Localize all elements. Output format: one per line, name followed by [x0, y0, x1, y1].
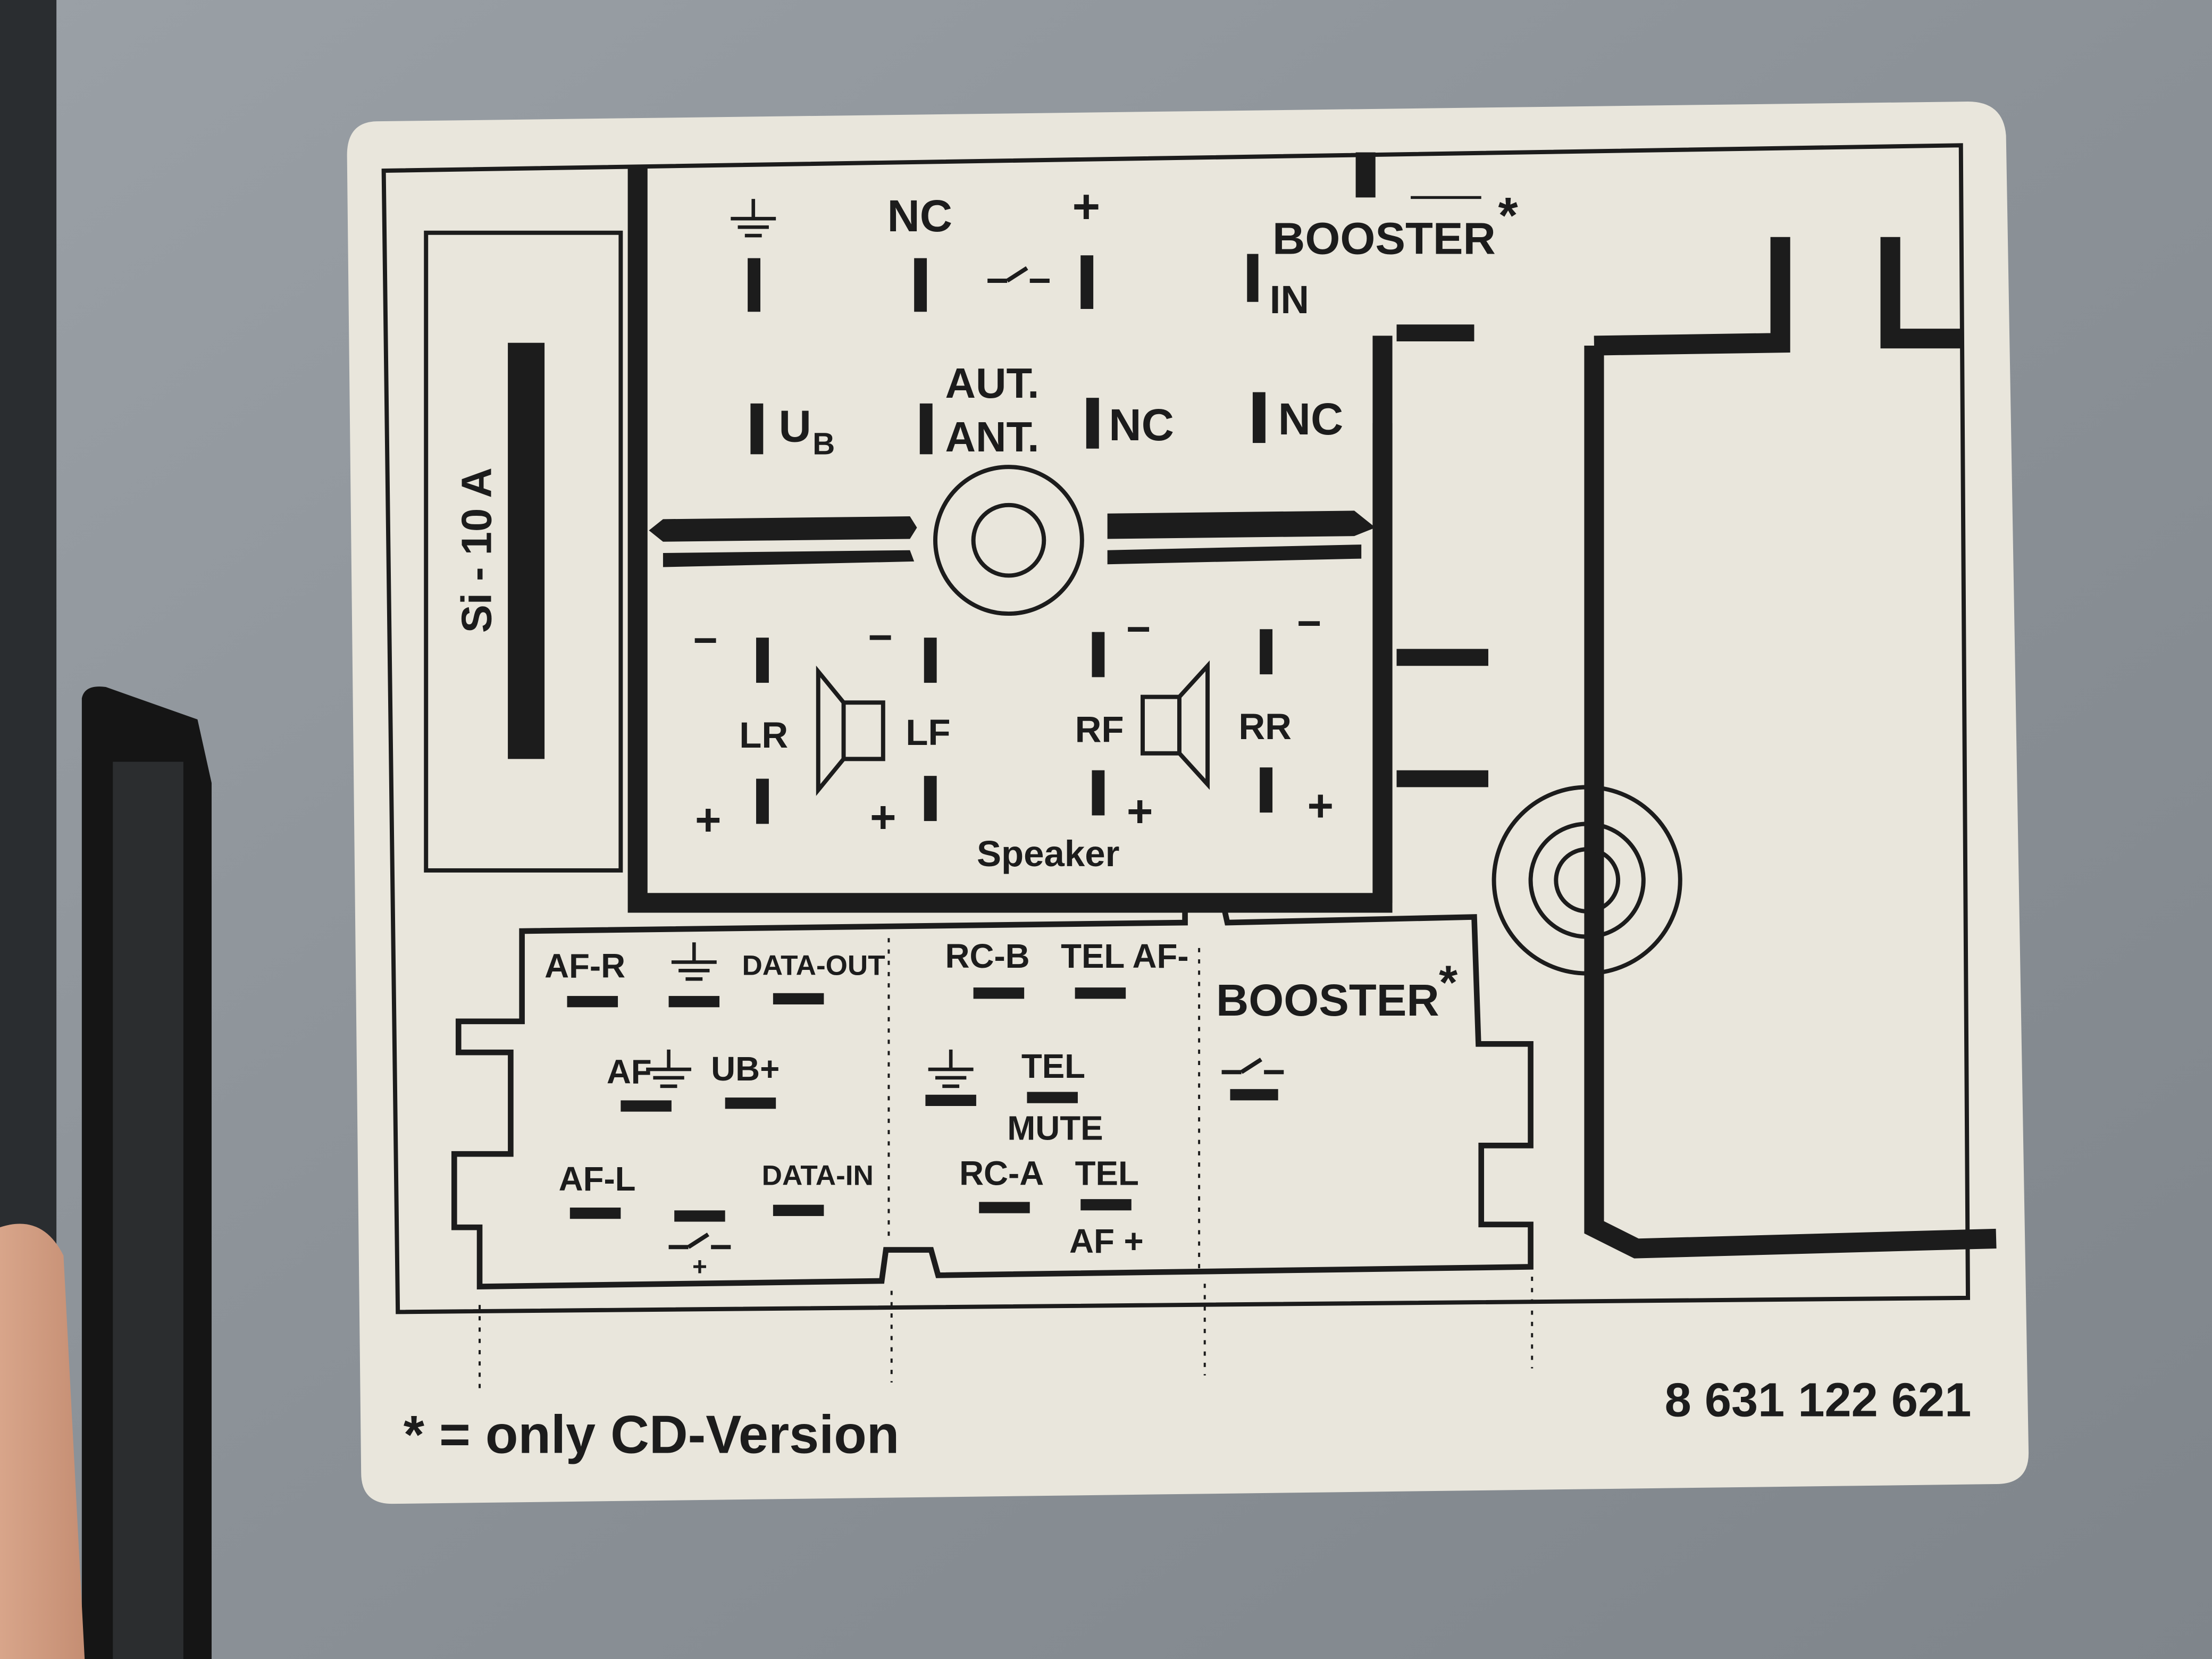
- label-speaker: Speaker: [977, 833, 1119, 874]
- fuse-bar: [508, 342, 545, 759]
- label-tel-af-plus-1: TEL: [1075, 1155, 1139, 1193]
- label-plus: +: [1073, 180, 1101, 233]
- label-lf: LF: [906, 712, 950, 753]
- label-ant: ANT.: [945, 413, 1040, 460]
- rr-plus: +: [1307, 780, 1334, 831]
- label-tel-mute-1: TEL: [1021, 1048, 1085, 1085]
- label-lr: LR: [739, 715, 788, 756]
- label-aut: AUT.: [945, 359, 1040, 407]
- finger: [0, 1224, 85, 1659]
- divider-left: [649, 516, 917, 542]
- lf-plus: +: [870, 791, 896, 842]
- housing-slot-inner: [113, 761, 183, 1659]
- label-tel-af-plus-2: AF +: [1069, 1222, 1144, 1260]
- label-data-in: DATA-IN: [762, 1160, 874, 1192]
- label-frame: [381, 143, 1971, 1314]
- lf-minus: −: [868, 614, 892, 661]
- label-ub-plus: UB+: [711, 1050, 780, 1088]
- label-af-r: AF-R: [544, 948, 625, 985]
- footnote: * = only CD-Version: [404, 1405, 900, 1465]
- switch-plus: +: [692, 1253, 707, 1281]
- label-rr: RR: [1238, 706, 1292, 747]
- label-ub: U: [778, 400, 811, 451]
- rr-minus: −: [1297, 599, 1321, 647]
- rf-minus: −: [1126, 605, 1151, 652]
- speaker-icon: [816, 665, 885, 796]
- label-rc-b: RC-B: [945, 937, 1030, 975]
- label-nc: NC: [887, 190, 952, 241]
- speaker-icon: [1141, 660, 1210, 790]
- fuse-label: Si - 10 A: [453, 467, 500, 633]
- label-sticker: [347, 102, 2029, 1504]
- label-tel-mute-2: MUTE: [1007, 1110, 1103, 1147]
- label-af: AF: [607, 1053, 652, 1091]
- label-tel-af-minus: TEL AF-: [1061, 937, 1188, 975]
- antenna-socket-icon: [933, 465, 1084, 616]
- label-nc-a: NC: [1109, 399, 1174, 450]
- lr-minus: −: [693, 616, 717, 664]
- fuse-box: [424, 230, 623, 873]
- label-rc-a: RC-A: [959, 1155, 1044, 1193]
- label-booster: BOOSTER: [1272, 213, 1496, 264]
- label-ub-sub: B: [812, 426, 835, 461]
- booster-star: *: [1498, 188, 1519, 244]
- rf-plus: +: [1127, 786, 1153, 836]
- label-af-l: AF-L: [559, 1160, 636, 1198]
- divider-right: [1107, 510, 1376, 539]
- lr-plus: +: [695, 794, 722, 845]
- label-rf: RF: [1075, 709, 1124, 750]
- label-in: IN: [1270, 278, 1309, 322]
- booster-bottom-star: *: [1439, 956, 1458, 1009]
- label-data-out: DATA-OUT: [742, 950, 885, 981]
- mounting-socket-icon: [1492, 785, 1682, 976]
- label-nc-b: NC: [1278, 393, 1344, 444]
- speaker-terminals: [756, 629, 1273, 824]
- label-booster-bottom: BOOSTER: [1216, 975, 1439, 1025]
- bottom-connector-outline: [451, 907, 1534, 1289]
- part-number: 8 631 122 621: [1665, 1373, 1972, 1427]
